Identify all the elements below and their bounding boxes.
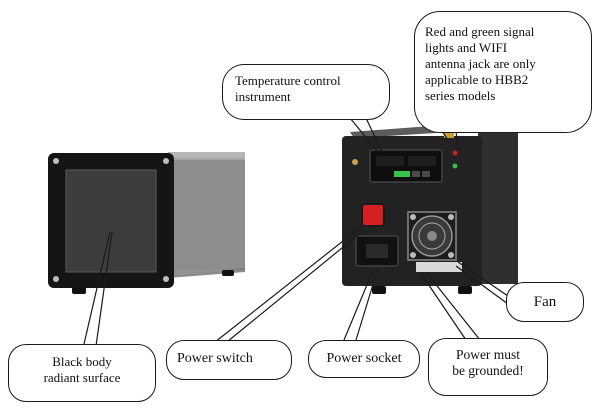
callout-line: applicable to HBB2 (425, 72, 529, 87)
callout-line: Power socket (326, 351, 402, 366)
screw-icon (163, 158, 169, 164)
callout-line: Power must (455, 347, 521, 362)
blackbody-device-rear-view (342, 117, 518, 294)
power-switch (361, 203, 385, 227)
signal-lights-callout: Red and green signal lights and WIFI ant… (414, 11, 592, 133)
fan-callout: Fan (506, 282, 584, 322)
fan-icon (407, 211, 457, 261)
red-signal-light (452, 150, 458, 156)
grounded-callout: Power must be grounded! (428, 338, 548, 396)
blackbody-device-front-view (48, 152, 245, 294)
screw-icon (53, 158, 59, 164)
callout-line: instrument (235, 89, 291, 104)
callout-line: Red and green signal (425, 24, 535, 39)
callout-line: lights and WIFI (425, 40, 508, 55)
callout-line: Power switch (177, 351, 253, 366)
callout-line: be grounded! (452, 363, 524, 378)
temperature-controller-callout: Temperature control instrument (222, 64, 390, 120)
callout-line: series models (425, 88, 496, 103)
screw-icon (352, 159, 358, 165)
callout-line: radiant surface (43, 370, 121, 385)
screw-icon (53, 276, 59, 282)
callout-line: Temperature control (235, 73, 341, 88)
leader-lines (83, 117, 509, 347)
screw-icon (163, 276, 169, 282)
callout-line: antenna jack are only (425, 56, 536, 71)
ground-label (416, 262, 462, 272)
black-body-callout: Black body radiant surface (8, 344, 156, 402)
green-signal-light (452, 163, 458, 169)
callout-line: Black body (52, 354, 112, 369)
power-socket-callout: Power socket (308, 340, 420, 378)
power-switch-callout: Power switch (166, 340, 292, 380)
callout-line: Fan (533, 294, 557, 310)
radiant-surface (66, 170, 156, 272)
